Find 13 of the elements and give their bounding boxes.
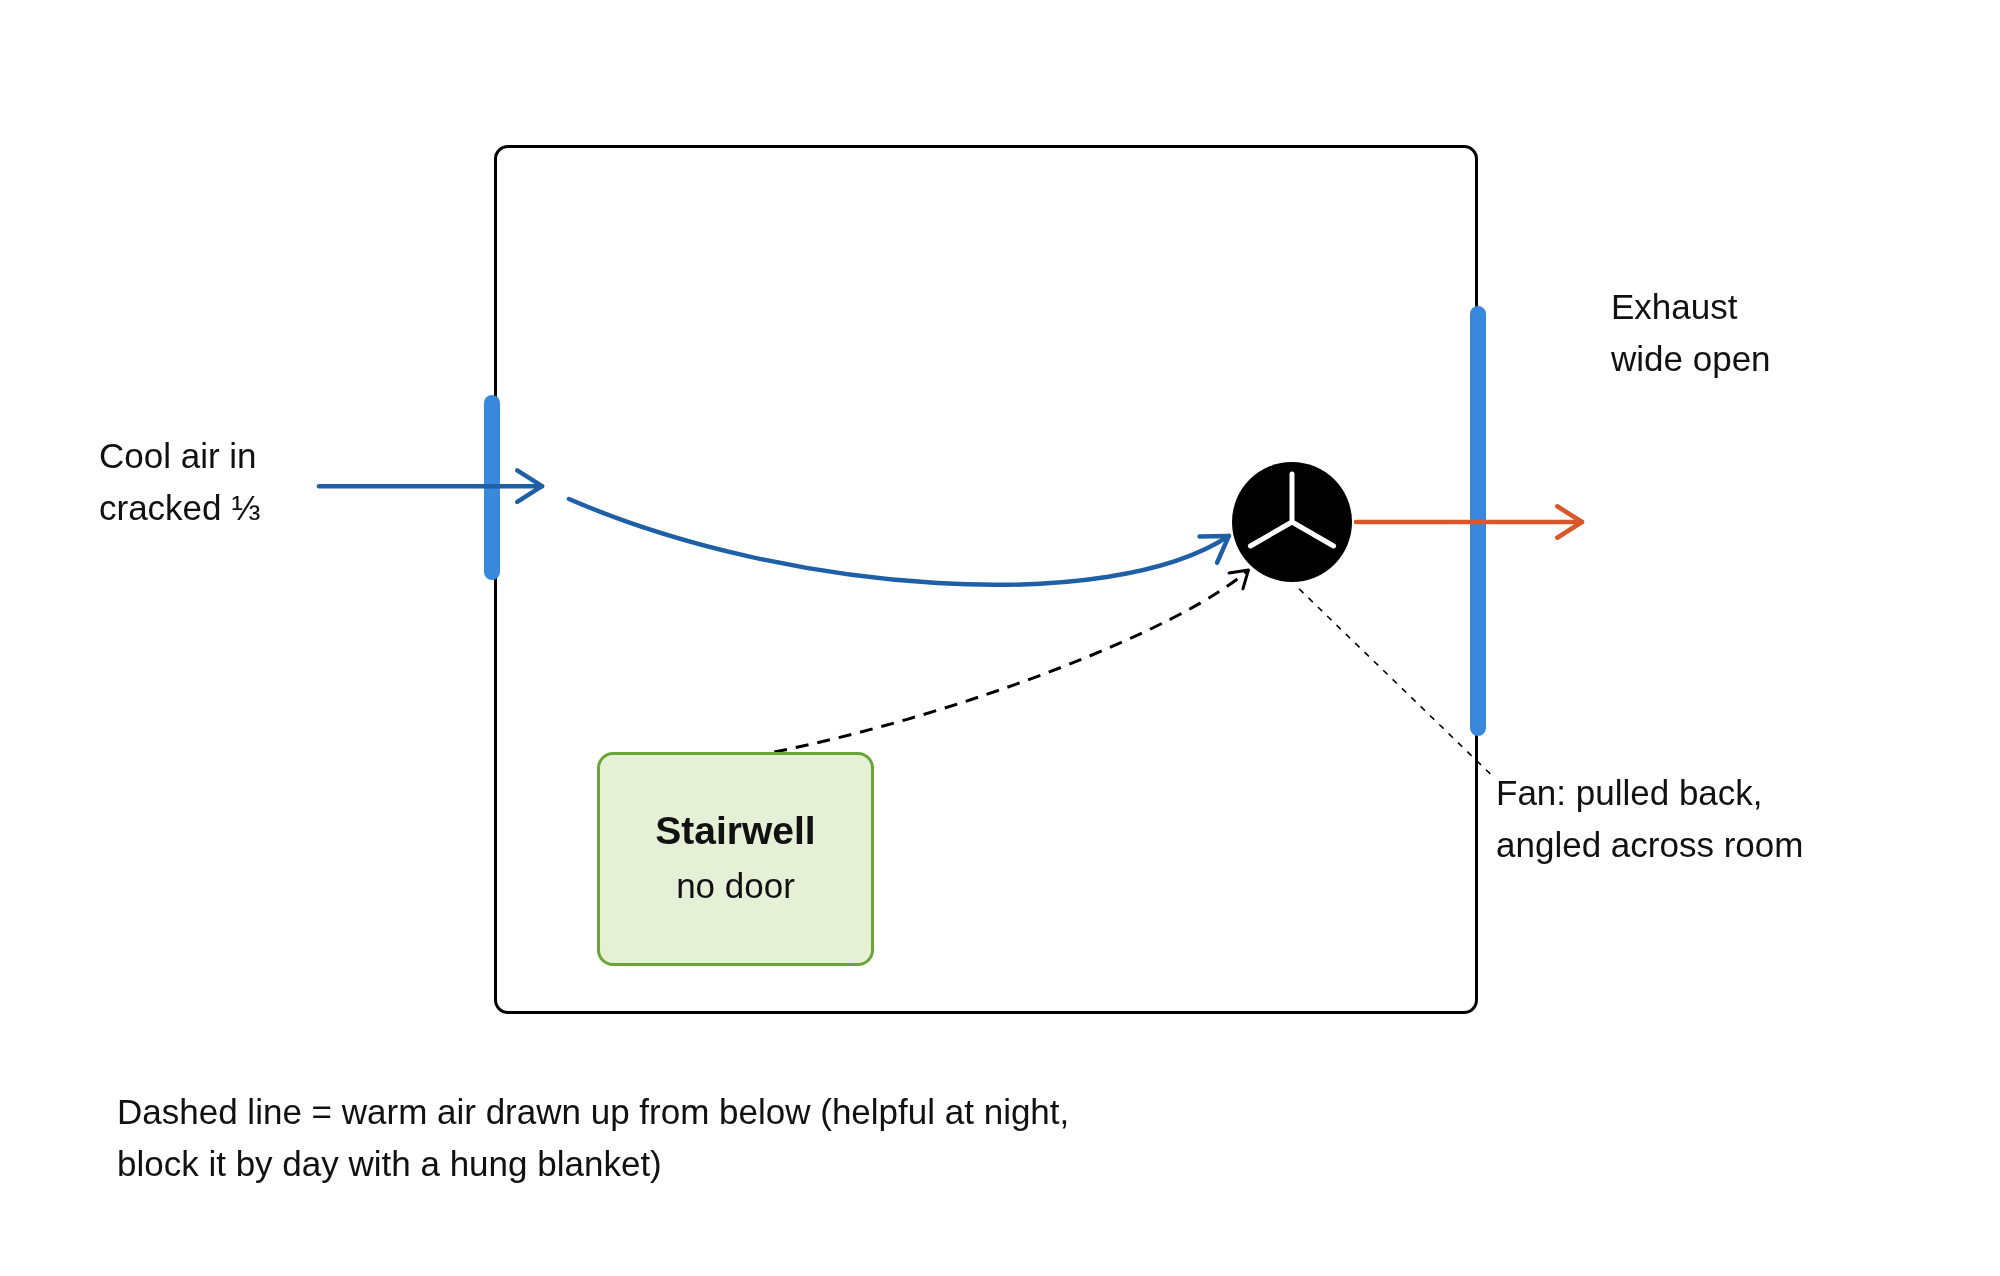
room-outline xyxy=(494,145,1478,1014)
arrow xyxy=(316,468,545,505)
arrow xyxy=(566,496,1232,588)
callout-text: Exhaust wide open xyxy=(1611,286,1772,380)
callout-text: Fan: pulled back, angled across room xyxy=(1496,772,1805,866)
dashed-arrow xyxy=(774,568,1250,754)
zone-box xyxy=(597,752,874,966)
callout-text: Cool air in cracked ⅓ xyxy=(99,435,262,529)
zone-note: no door xyxy=(676,865,795,907)
zone-title: Stairwell xyxy=(655,808,816,854)
note-text: Dashed line = warm air drawn up from below (helpful at night, block it by day with a hung blanket) xyxy=(117,1091,1071,1185)
fan-icon xyxy=(1232,462,1352,582)
arrow xyxy=(1353,504,1585,540)
